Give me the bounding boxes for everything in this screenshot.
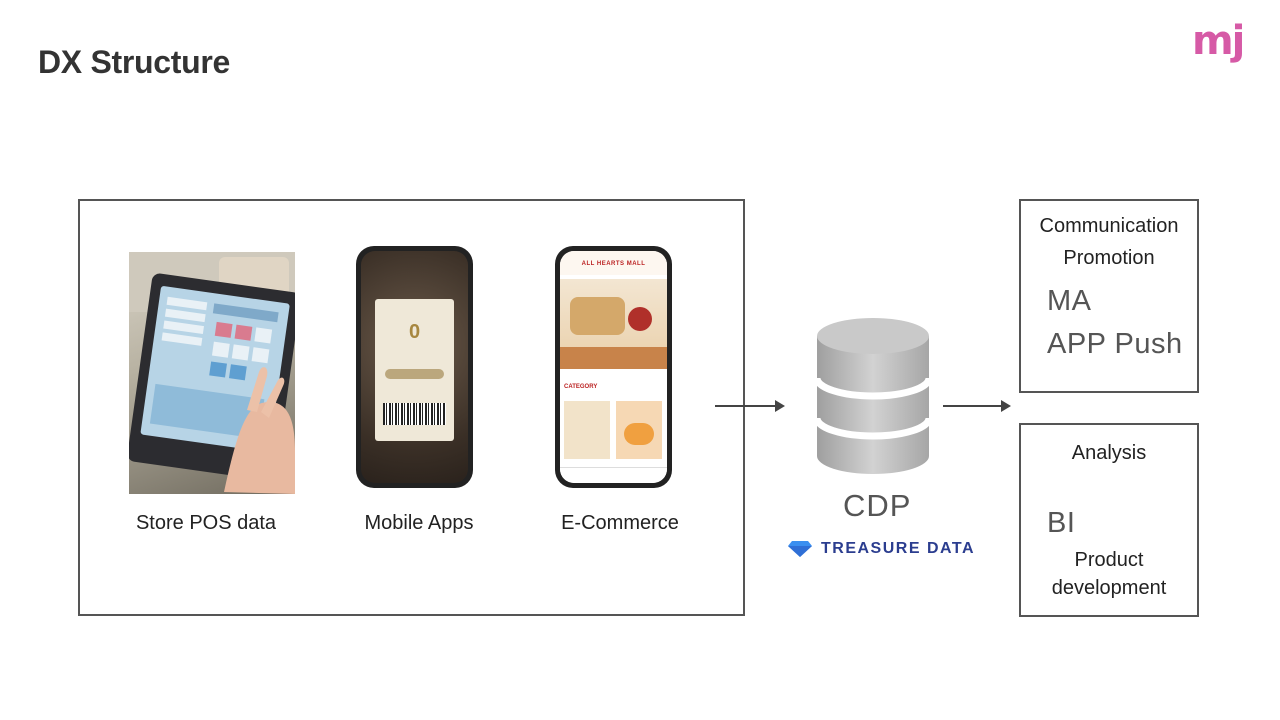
development-title: development [1051,577,1167,599]
source-label-apps: Mobile Apps [364,512,474,534]
points-value: 0 [408,321,421,343]
ma-label: MA [1047,285,1092,317]
diamond-icon [788,541,812,557]
app-push-label: APP Push [1047,328,1183,360]
source-label-pos: Store POS data [135,512,277,534]
member-card: 0 [375,299,454,441]
product-title: Product [1074,549,1144,571]
promotion-title: Promotion [1063,247,1155,269]
analysis-title: Analysis [1071,442,1147,464]
brand-logo: mj [1192,18,1245,64]
mobile-app-phone: 0 [356,246,473,488]
pos-terminal-photo [129,252,295,494]
bottom-nav [560,467,667,483]
bi-label: BI [1047,507,1076,539]
cdp-label: CDP [843,488,912,523]
category-label: CATEGORY [564,384,598,390]
arrow-cdp-to-outputs [943,400,1011,412]
analysis-box: Analysis BI Product development [1019,423,1199,617]
shop-brand: ALL HEARTS MALL [581,261,646,267]
ecommerce-phone: ALL HEARTS MALL CATEGORY [555,246,672,488]
page-title: DX Structure [38,44,230,80]
source-label-ecommerce: E-Commerce [561,512,679,534]
communication-box: Communication Promotion MA APP Push [1019,199,1199,393]
communication-title: Communication [1039,215,1179,237]
vendor-name: TREASURE DATA [821,540,976,557]
arrow-sources-to-cdp [715,400,785,412]
database-icon [813,316,933,476]
barcode [383,403,446,425]
hero-banner [560,279,667,369]
vendor-brand: TREASURE DATA [787,540,975,558]
